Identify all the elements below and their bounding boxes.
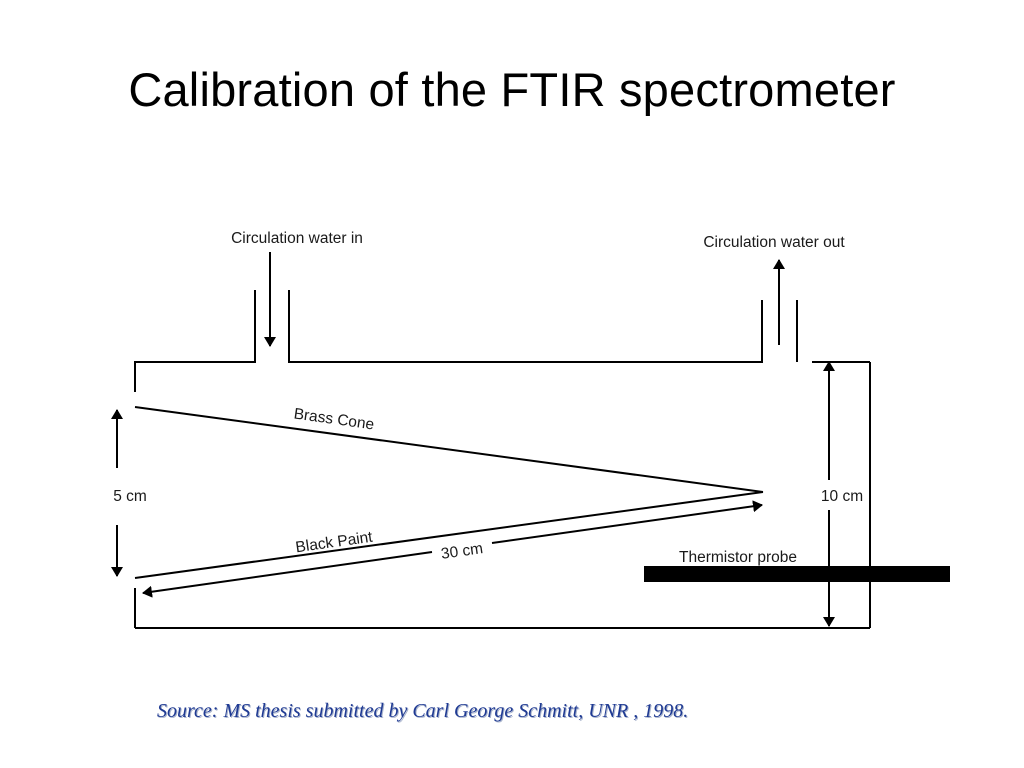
brass-cone-upper-line: [134, 406, 764, 493]
height-label: 10 cm: [821, 488, 863, 505]
slide-title: Calibration of the FTIR spectrometer: [128, 63, 896, 116]
housing-top-left: [134, 290, 256, 392]
length-arrow-left: [142, 551, 433, 598]
black-paint-label: Black Paint: [294, 529, 374, 557]
source-citation: Source: MS thesis submitted by Carl Geor…: [157, 700, 689, 722]
thermistor-label: Thermistor probe: [679, 549, 797, 566]
aperture-label: 5 cm: [113, 488, 147, 505]
water-in-label: Circulation water in: [231, 230, 363, 247]
thermistor-probe: [644, 566, 950, 582]
length-label: 30 cm: [440, 540, 484, 563]
brass-cone-lower-line: [134, 491, 764, 579]
water-out-label: Circulation water out: [703, 234, 845, 251]
housing-top-middle: [288, 290, 763, 363]
length-arrow-right: [491, 500, 763, 544]
